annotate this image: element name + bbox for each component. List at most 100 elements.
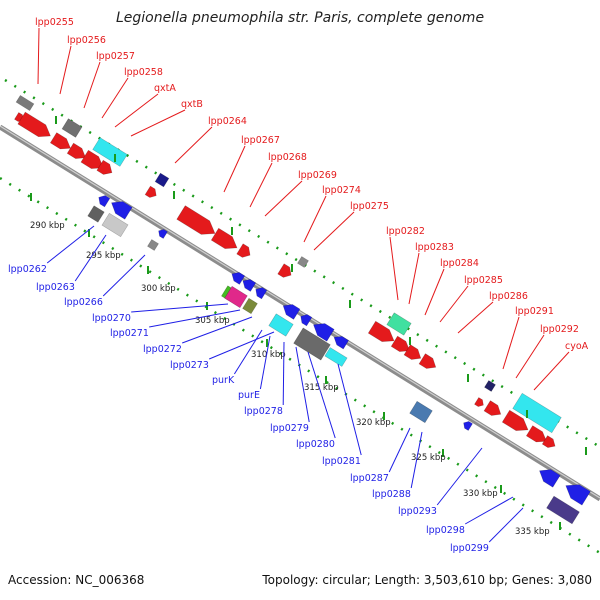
- reverse-label-leader: [233, 329, 263, 375]
- forward-gene-label: lpp0283: [415, 242, 454, 253]
- reverse-gene: [98, 195, 111, 208]
- forward-label-leader: [174, 126, 213, 164]
- reverse-gene-label: lpp0280: [296, 439, 335, 450]
- forward-gene-label: qxtB: [181, 99, 203, 110]
- cyan-feature: [92, 137, 128, 167]
- reverse-gene: [242, 279, 257, 292]
- forward-gene-label: lpp0255: [35, 17, 74, 28]
- gray-feature: [297, 256, 309, 268]
- reverse-ruler: [0, 176, 600, 555]
- forward-gene-label: lpp0267: [241, 135, 280, 146]
- forward-label-leader: [101, 77, 129, 119]
- scale-tick-label: 335 kbp: [515, 527, 550, 537]
- forward-label-leader: [502, 316, 520, 370]
- genome-title: Legionella pneumophila str. Paris, compl…: [115, 10, 485, 26]
- forward-gene-label: lpp0269: [298, 170, 337, 181]
- forward-gene: [96, 159, 113, 175]
- gray-feature: [15, 94, 35, 112]
- forward-label-leader: [83, 61, 101, 109]
- forward-label-leader: [303, 195, 327, 243]
- forward-label-leader: [515, 334, 545, 379]
- forward-gene: [367, 320, 395, 342]
- forward-gene-label: cyoA: [565, 341, 589, 352]
- navy-feature: [154, 172, 170, 188]
- forward-label-leader: [389, 236, 399, 301]
- reverse-gene: [539, 469, 561, 488]
- reverse-gene: [282, 304, 301, 320]
- reverse-gene-label: purK: [212, 375, 235, 386]
- reverse-gene-label: lpp0298: [426, 525, 465, 536]
- forward-gene: [403, 344, 422, 360]
- cyan-feature: [268, 313, 294, 337]
- forward-gene: [541, 435, 556, 448]
- reverse-label-leader: [337, 363, 362, 456]
- gray-feature: [147, 239, 159, 251]
- reverse-label-leader: [149, 309, 241, 328]
- reverse-gene-label: lpp0279: [270, 423, 309, 434]
- reverse-label-leader: [102, 254, 146, 297]
- reverse-gene-label: purE: [238, 390, 260, 401]
- scale-tick-label: 295 kbp: [86, 251, 121, 261]
- reverse-label-leader: [436, 447, 483, 506]
- gray-feature: [87, 205, 105, 223]
- forward-gene-label: qxtA: [154, 83, 176, 94]
- forward-gene: [390, 335, 411, 352]
- reverse-gene: [463, 421, 473, 431]
- green-feature: [386, 312, 412, 336]
- reverse-gene: [565, 484, 591, 506]
- reverse-gene-label: lpp0262: [8, 264, 47, 275]
- reverse-label-leader: [464, 496, 514, 525]
- accession-label: Accession: NC_006368: [8, 573, 145, 587]
- forward-label-leader: [59, 45, 72, 95]
- reverse-label-leader: [410, 431, 423, 489]
- forward-gene-label: lpp0264: [208, 116, 247, 127]
- scale-tick-label: 330 kbp: [463, 489, 498, 499]
- reverse-gene: [111, 201, 133, 220]
- forward-gene: [525, 425, 547, 443]
- reverse-gene-label: lpp0299: [450, 543, 489, 554]
- navy-feature: [484, 380, 496, 392]
- reverse-gene-label: lpp0263: [36, 282, 75, 293]
- reverse-label-leader: [74, 234, 107, 282]
- forward-gene-label: lpp0274: [322, 185, 361, 196]
- forward-gene: [277, 263, 292, 278]
- reverse-label-leader: [209, 331, 275, 360]
- forward-gene: [49, 132, 71, 150]
- forward-gene-label: lpp0256: [67, 35, 106, 46]
- genome-backbone: [0, 124, 600, 502]
- forward-label-leader: [439, 285, 469, 323]
- cyan-feature: [324, 347, 348, 367]
- scale-tick-label: 320 kbp: [356, 418, 391, 428]
- forward-gene: [236, 243, 251, 258]
- forward-label-leader: [264, 180, 303, 217]
- scale-tick-label: 310 kbp: [251, 350, 286, 360]
- reverse-label-leader: [131, 303, 229, 313]
- genome-summary: Topology: circular; Length: 3,503,610 bp…: [262, 573, 592, 587]
- cyan-feature: [512, 392, 562, 434]
- magenta-feature: [224, 285, 248, 309]
- reverse-gene: [231, 272, 246, 285]
- forward-gene-label: lpp0284: [440, 258, 479, 269]
- forward-gene-label: lpp0258: [124, 67, 163, 78]
- forward-gene: [80, 149, 104, 169]
- reverse-gene: [158, 229, 168, 239]
- forward-gene: [501, 409, 529, 431]
- reverse-gene-label: lpp0278: [244, 406, 283, 417]
- forward-gene-label: lpp0285: [464, 275, 503, 286]
- forward-gene: [176, 205, 216, 235]
- reverse-gene-label: lpp0281: [322, 456, 361, 467]
- reverse-label-leader: [46, 225, 95, 264]
- forward-gene-label: lpp0291: [515, 306, 554, 317]
- forward-label-leader: [130, 109, 186, 137]
- forward-gene: [474, 397, 484, 407]
- forward-gene-label: lpp0257: [96, 51, 135, 62]
- reverse-gene-label: lpp0293: [398, 506, 437, 517]
- forward-gene: [144, 185, 157, 198]
- forward-label-leader: [408, 252, 420, 305]
- reverse-gene-labels: lpp0262lpp0263lpp0266lpp0270lpp0271lpp02…: [8, 225, 524, 554]
- reverse-gene: [300, 314, 313, 327]
- reverse-gene-label: lpp0270: [92, 313, 131, 324]
- gray-feature: [293, 327, 331, 361]
- forward-gene-label: lpp0282: [386, 226, 425, 237]
